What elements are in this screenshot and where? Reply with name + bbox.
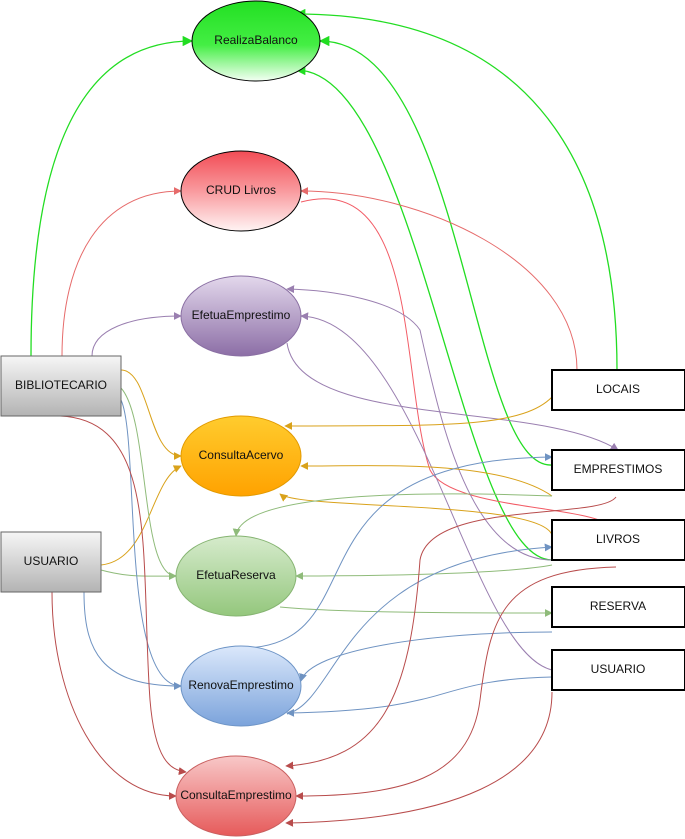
table-livros[interactable]: LIVROS	[551, 519, 685, 561]
table-label: EMPRESTIMOS	[574, 462, 663, 476]
use-case-consulta-acervo[interactable]: ConsultaAcervo	[180, 415, 302, 497]
edge-usuario_table-to-renova[interactable]	[286, 676, 553, 717]
edge-livros-to-efetua_emp[interactable]	[286, 285, 553, 561]
edge-usuario_table-to-efetua_emp[interactable]	[300, 312, 553, 671]
edge-bibliotecario-to-consulta_acervo[interactable]	[120, 369, 182, 460]
use-case-efetua-res[interactable]: EfetuaReserva	[175, 535, 297, 617]
edge-usuario_actor-to-consulta_emp[interactable]	[51, 591, 177, 800]
actor-bibliotecario[interactable]: BIBLIOTECARIO	[0, 355, 122, 417]
edge-bibliotecario-to-crud[interactable]	[61, 187, 182, 357]
edges-layer	[30, 8, 619, 827]
table-label: RESERVA	[590, 599, 646, 613]
table-usuario-table[interactable]: USUARIO	[551, 649, 685, 691]
actor-usuario-actor[interactable]: USUARIO	[0, 531, 102, 593]
table-label: LIVROS	[596, 532, 640, 546]
actor-label: BIBLIOTECARIO	[15, 378, 107, 392]
actor-label: USUARIO	[24, 554, 79, 568]
use-case-ellipse	[180, 275, 302, 357]
use-case-renova[interactable]: RenovaEmprestimo	[180, 645, 302, 727]
edge-bibliotecario-to-consulta_emp[interactable]	[59, 415, 187, 776]
edge-efetua_res-to-reserva[interactable]	[279, 606, 553, 617]
edge-bibliotecario-to-renova[interactable]	[120, 399, 182, 690]
edge-livros-to-consulta_acervo[interactable]	[279, 493, 553, 536]
use-case-ellipse	[175, 535, 297, 617]
edge-livros-to-efetua_res[interactable]	[295, 564, 553, 580]
use-case-label: RealizaBalanco	[214, 33, 298, 47]
use-case-efetua-emp[interactable]: EfetuaEmprestimo	[180, 275, 302, 357]
edge-efetua_emp-to-emprestimos[interactable]	[286, 342, 619, 451]
use-case-ellipse	[175, 755, 297, 837]
table-box	[551, 369, 685, 411]
use-case-label: ConsultaEmprestimo	[180, 788, 292, 802]
edge-livros-to-consulta_emp[interactable]	[295, 566, 617, 800]
edge-bibliotecario-to-efetua_res[interactable]	[120, 387, 177, 580]
use-case-label: ConsultaAcervo	[199, 448, 284, 462]
edge-usuario_actor-to-consulta_acervo[interactable]	[100, 465, 182, 566]
actor-box	[0, 355, 122, 417]
use-case-label: EfetuaEmprestimo	[192, 308, 291, 322]
actor-box	[0, 531, 102, 593]
edge-emprestimos-to-efetua_res[interactable]	[232, 493, 553, 537]
use-case-realiza[interactable]: RealizaBalanco	[191, 0, 321, 82]
use-case-crud[interactable]: CRUD Livros	[180, 150, 302, 232]
table-box	[551, 519, 685, 561]
edge-bibliotecario-to-realiza[interactable]	[30, 35, 194, 357]
use-case-ellipse	[180, 645, 302, 727]
edge-locais-to-crud[interactable]	[300, 187, 578, 371]
edge-locais-to-realiza[interactable]	[294, 8, 618, 371]
edge-usuario_actor-to-renova[interactable]	[83, 591, 182, 690]
edge-reserva-to-renova[interactable]	[299, 631, 553, 682]
table-box	[551, 449, 685, 491]
edge-emprestimos-to-consulta_emp[interactable]	[285, 496, 617, 770]
edge-renova-to-livros[interactable]	[286, 543, 553, 715]
edge-crud-to-livros[interactable]	[300, 198, 613, 528]
table-reserva[interactable]: RESERVA	[551, 586, 685, 628]
use-case-label: RenovaEmprestimo	[188, 678, 294, 692]
edge-emprestimos-to-consulta_acervo[interactable]	[300, 461, 553, 497]
table-box	[551, 649, 685, 691]
table-emprestimos[interactable]: EMPRESTIMOS	[551, 449, 685, 491]
use-case-consulta-emp[interactable]: ConsultaEmprestimo	[175, 755, 297, 837]
edge-usuario_actor-to-efetua_res[interactable]	[100, 569, 177, 581]
edge-bibliotecario-to-efetua_emp[interactable]	[91, 312, 182, 357]
use-case-label: CRUD Livros	[206, 183, 276, 197]
table-label: LOCAIS	[596, 382, 640, 396]
edge-locais-to-consulta_acervo[interactable]	[284, 396, 553, 430]
use-case-ellipse	[191, 0, 321, 82]
table-locais[interactable]: LOCAIS	[551, 369, 685, 411]
use-case-label: EfetuaReserva	[196, 568, 276, 582]
table-label: USUARIO	[591, 662, 646, 676]
edge-livros-to-realiza[interactable]	[294, 64, 553, 561]
table-box	[551, 586, 685, 628]
edge-usuario_table-to-consulta_emp[interactable]	[285, 691, 553, 827]
use-case-ellipse	[180, 150, 302, 232]
use-case-ellipse	[180, 415, 302, 497]
edge-renova-to-emprestimos[interactable]	[247, 453, 553, 649]
edge-emprestimos-to-realiza[interactable]	[318, 35, 553, 466]
